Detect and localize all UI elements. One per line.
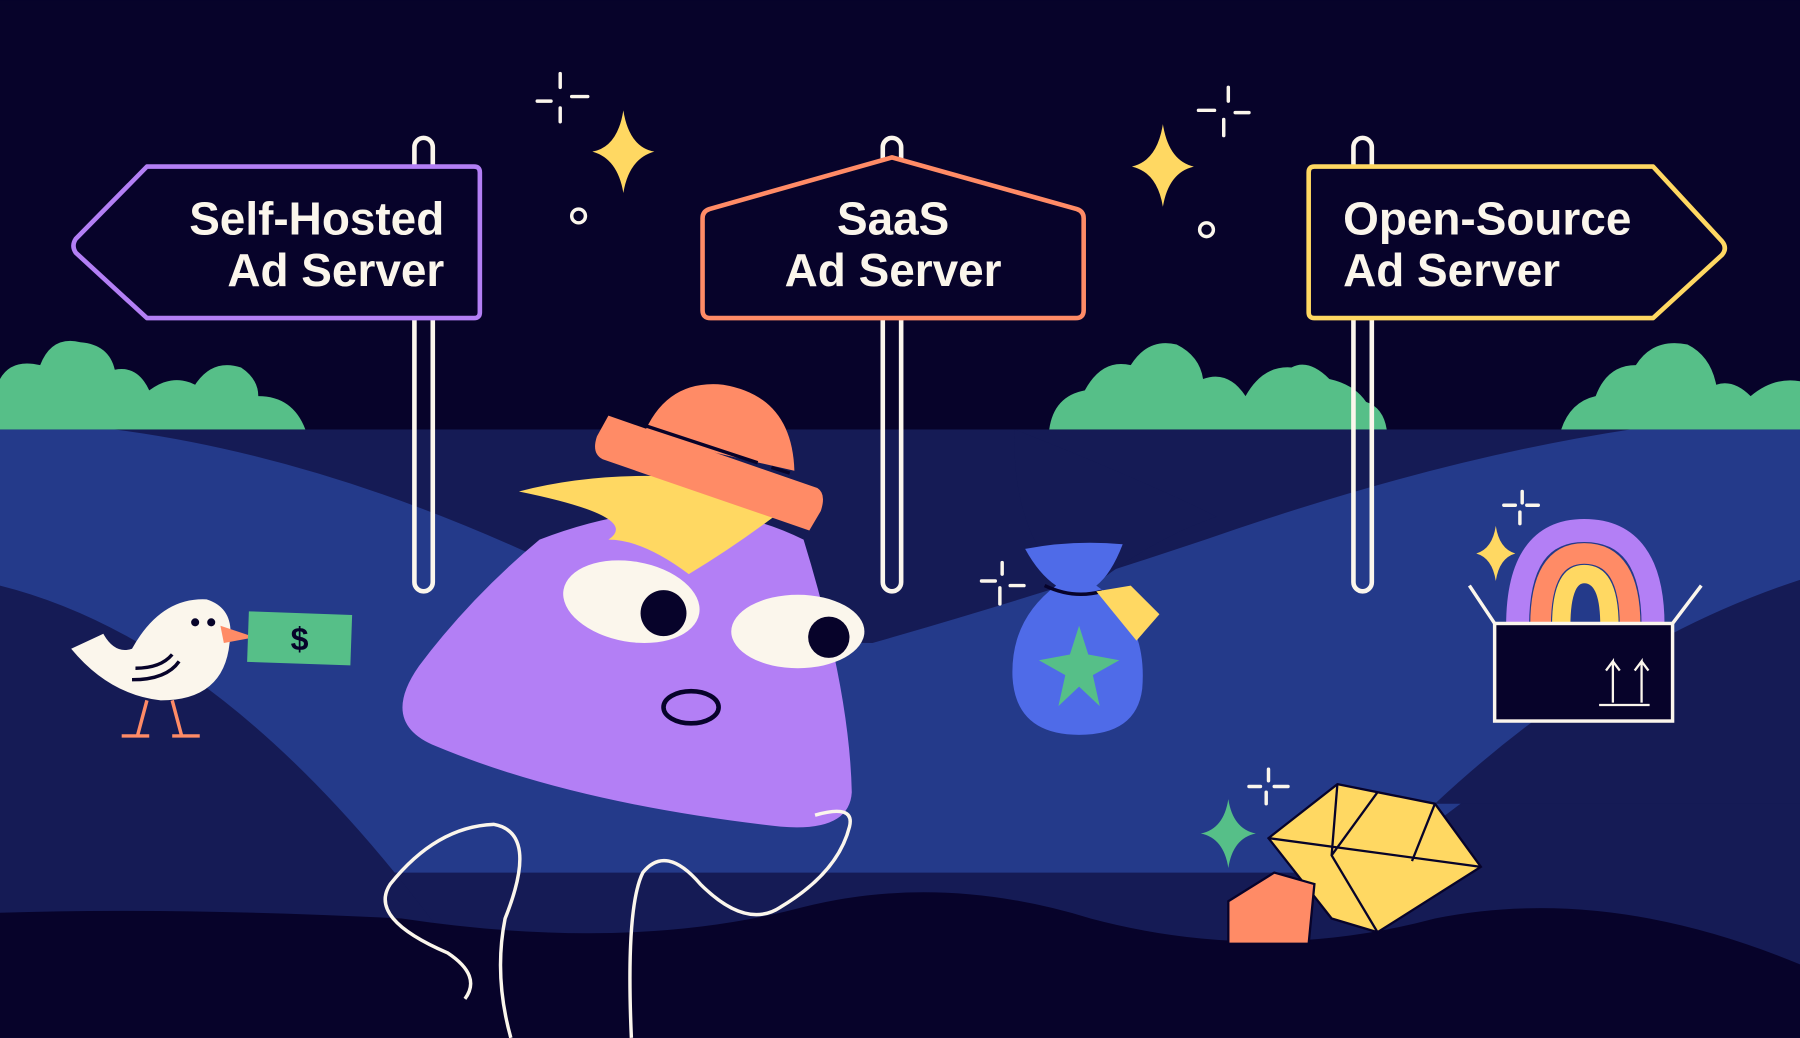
sign-right-line2: Ad Server — [1343, 244, 1560, 296]
yellow-stars — [592, 110, 1516, 581]
sign-left-line2: Ad Server — [227, 244, 444, 296]
sign-poles — [412, 135, 1375, 594]
bushes — [0, 340, 1800, 430]
purple-character — [383, 384, 865, 1038]
beanie-hat — [595, 415, 823, 531]
sparkles — [535, 71, 1540, 806]
sign-center-line1: SaaS — [837, 192, 949, 244]
gems — [1227, 782, 1483, 945]
sign-left-line1: Self-Hosted — [189, 192, 444, 244]
cash-symbol: $ — [291, 621, 309, 657]
bird-with-cash: $ — [71, 599, 353, 738]
green-star — [1200, 799, 1256, 868]
sign-right-line1: Open-Source — [1343, 192, 1631, 244]
hill-mid — [0, 429, 1800, 873]
cash-bill — [247, 611, 353, 666]
box-with-rainbow — [1467, 518, 1703, 723]
sign-center-line2: Ad Server — [785, 244, 1002, 296]
sign-saas: SaaS Ad Server — [700, 155, 1086, 321]
foreground-dark — [0, 892, 1800, 1038]
sign-open-source: Open-Source Ad Server — [1306, 164, 1728, 321]
sign-self-hosted: Self-Hosted Ad Server — [71, 164, 483, 321]
money-bag — [1012, 542, 1160, 735]
